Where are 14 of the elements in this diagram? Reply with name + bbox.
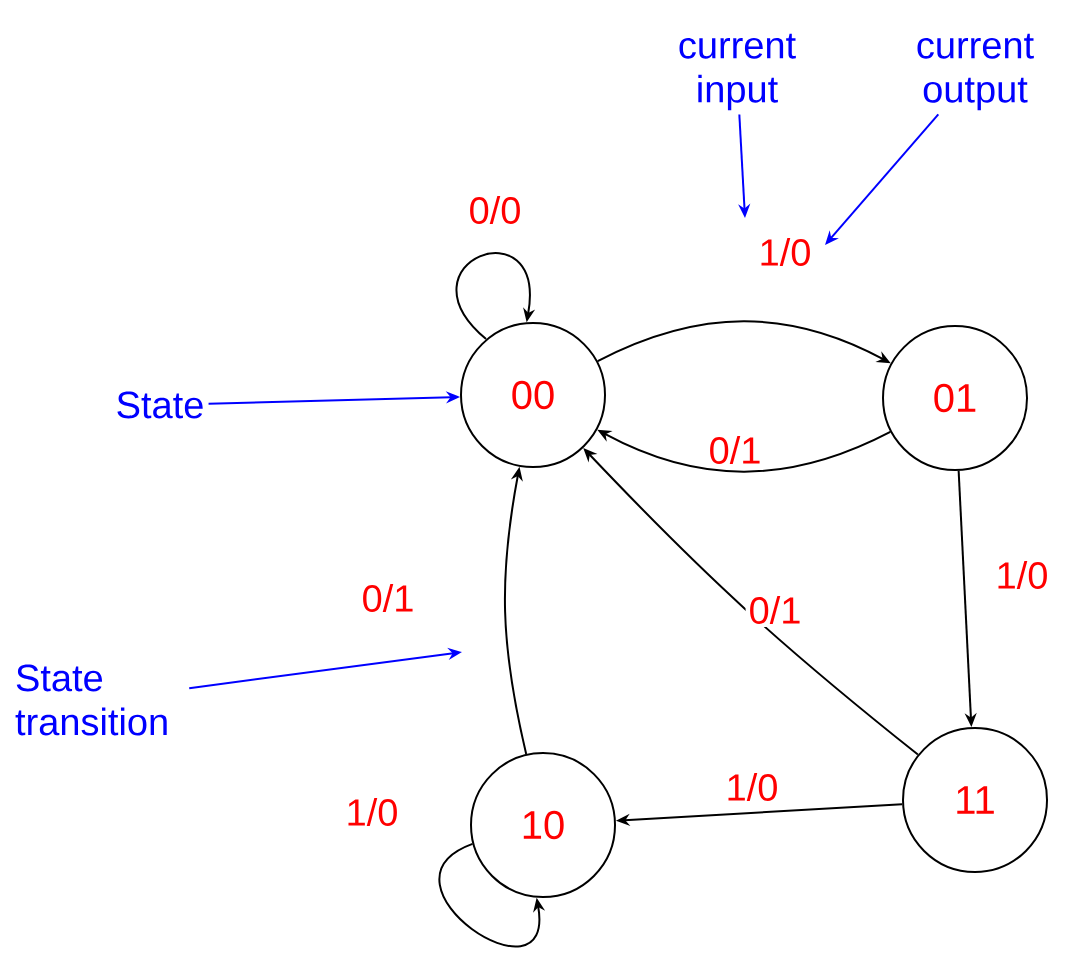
edge-label: 1/0 (342, 795, 402, 829)
annotation-text: State transition (15, 664, 167, 736)
annotation-text: current output (917, 33, 1034, 111)
edge-label: 0/1 (705, 433, 765, 467)
edge-label: 0/0 (465, 193, 525, 227)
self-loop-arrow (455, 252, 536, 341)
annotation-text: State (117, 391, 203, 419)
edge-label: 0/1 (745, 593, 805, 627)
edge-label: 1/0 (755, 235, 815, 269)
leader-arrow (825, 113, 940, 245)
annotation-text: current input (679, 33, 796, 111)
edge-label: 0/1 (358, 581, 418, 615)
edge-label: 1/0 (722, 770, 782, 804)
edge-label: 1/0 (992, 558, 1052, 592)
